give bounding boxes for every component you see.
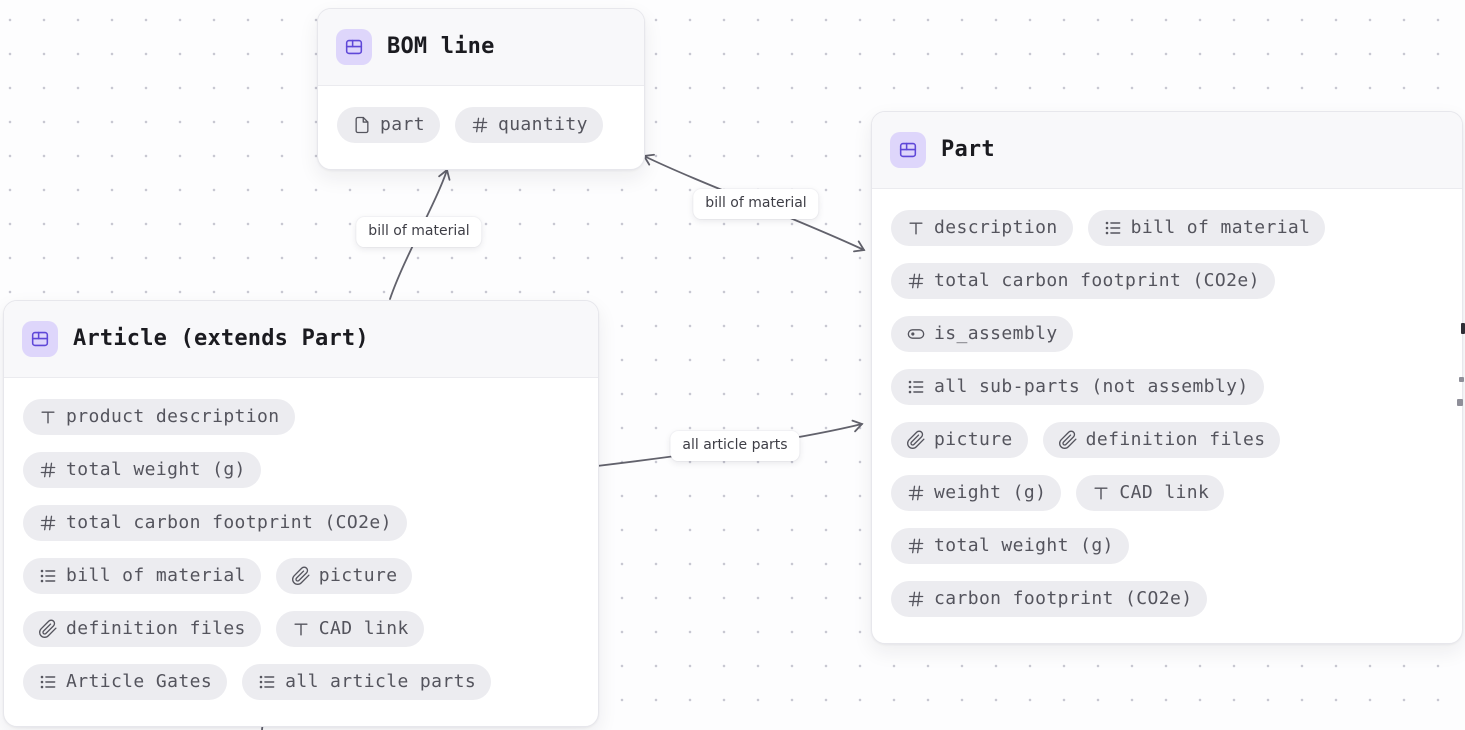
number-icon (906, 536, 926, 556)
list-icon (38, 672, 58, 692)
text-icon (906, 218, 926, 238)
clipped-offscreen-fragment (1461, 323, 1465, 334)
number-icon (906, 483, 926, 503)
entity-icon (336, 29, 372, 65)
field-label: total weight (g) (66, 459, 246, 480)
field-label: total weight (g) (934, 535, 1114, 556)
field-chip[interactable]: picture (891, 422, 1028, 458)
node-card-article[interactable]: Article (extends Part) product descripti… (3, 300, 599, 727)
field-chip[interactable]: total carbon footprint (CO2e) (891, 263, 1275, 299)
field-chip[interactable]: Article Gates (23, 664, 228, 700)
field-chip[interactable]: weight (g) (891, 475, 1062, 511)
field-label: all sub-parts (not assembly) (934, 376, 1249, 397)
text-icon (1091, 483, 1111, 503)
node-card-bom-line[interactable]: BOM line part quantity (317, 8, 645, 170)
field-label: definition files (1085, 429, 1266, 450)
field-chip[interactable]: definition files (23, 611, 261, 647)
node-body: product description total weight (g) tot… (4, 378, 598, 726)
field-label: definition files (66, 618, 246, 639)
text-icon (291, 619, 311, 639)
attachment-icon (1058, 430, 1078, 450)
node-card-part[interactable]: Part description bill of material total … (871, 111, 1463, 644)
field-label: Article Gates (66, 671, 213, 692)
field-label: quantity (497, 114, 588, 135)
field-chip[interactable]: product description (23, 399, 295, 435)
number-icon (38, 460, 58, 480)
field-label: CAD link (1119, 482, 1210, 503)
field-chip[interactable]: total weight (g) (891, 528, 1129, 564)
node-body: description bill of material total carbo… (872, 189, 1462, 643)
field-chip[interactable]: total carbon footprint (CO2e) (23, 505, 407, 541)
clipped-offscreen-fragment (1459, 377, 1464, 382)
attachment-icon (38, 619, 58, 639)
attachment-icon (291, 566, 311, 586)
list-icon (38, 566, 58, 586)
node-title: Part (941, 137, 995, 162)
number-icon (38, 513, 58, 533)
node-title: BOM line (387, 34, 495, 59)
field-chip[interactable]: is_assembly (891, 316, 1073, 352)
entity-icon (22, 321, 58, 357)
field-label: weight (g) (934, 482, 1047, 503)
attachment-icon (906, 430, 926, 450)
edge-label-all-article-parts: all article parts (670, 431, 800, 461)
entity-icon (890, 132, 926, 168)
field-chip[interactable]: total weight (g) (23, 452, 261, 488)
field-chip[interactable]: CAD link (275, 611, 424, 647)
field-label: CAD link (318, 618, 409, 639)
file-icon (352, 115, 372, 135)
field-label: product description (66, 406, 280, 427)
node-title: Article (extends Part) (73, 326, 369, 351)
field-chip[interactable]: carbon footprint (CO2e) (891, 581, 1208, 617)
field-label: total carbon footprint (CO2e) (934, 270, 1260, 291)
node-header: BOM line (318, 9, 644, 86)
edge-label-bill-of-material-1: bill of material (356, 217, 482, 247)
field-label: picture (934, 429, 1013, 450)
text-icon (38, 407, 58, 427)
list-icon (1103, 218, 1123, 238)
field-chip[interactable]: quantity (454, 107, 603, 143)
field-chip[interactable]: bill of material (1087, 210, 1326, 246)
field-chip[interactable]: description (891, 210, 1073, 246)
edge-label-bill-of-material-2: bill of material (693, 189, 819, 219)
field-label: part (380, 114, 425, 135)
field-chip[interactable]: picture (275, 558, 413, 594)
field-label: picture (318, 565, 398, 586)
field-chip[interactable]: all sub-parts (not assembly) (891, 369, 1264, 405)
field-chip[interactable]: all article parts (242, 664, 492, 700)
field-label: bill of material (66, 565, 246, 586)
field-label: description (934, 217, 1058, 238)
number-icon (470, 115, 490, 135)
field-label: total carbon footprint (CO2e) (66, 512, 392, 533)
node-header: Article (extends Part) (4, 301, 598, 378)
field-label: carbon footprint (CO2e) (934, 588, 1193, 609)
toggle-icon (906, 324, 926, 344)
clipped-offscreen-fragment (1457, 399, 1463, 406)
number-icon (906, 589, 926, 609)
field-chip[interactable]: bill of material (23, 558, 261, 594)
field-chip[interactable]: CAD link (1076, 475, 1225, 511)
field-label: is_assembly (934, 323, 1058, 344)
list-icon (906, 377, 926, 397)
node-body: part quantity (318, 86, 644, 169)
field-label: bill of material (1130, 217, 1311, 238)
field-label: all article parts (285, 671, 477, 692)
node-header: Part (872, 112, 1462, 189)
field-chip[interactable]: definition files (1042, 422, 1281, 458)
number-icon (906, 271, 926, 291)
list-icon (257, 672, 277, 692)
field-chip[interactable]: part (337, 107, 440, 143)
